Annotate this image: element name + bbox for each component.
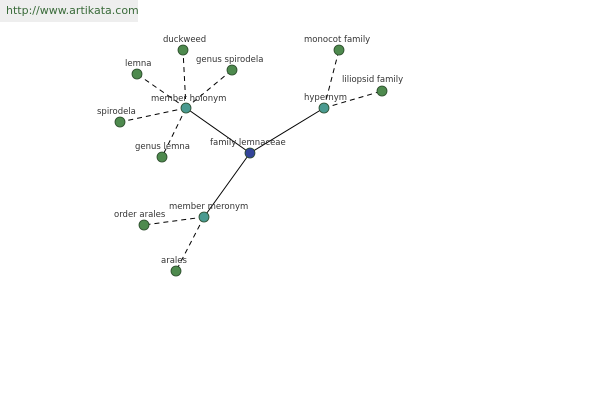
node-genus-spirodela[interactable] [226, 64, 238, 76]
edge-member-holonym-to-duckweed [182, 49, 187, 109]
edge-member-holonym-to-genus-spirodela [185, 69, 233, 109]
node-label-duckweed[interactable]: duckweed [163, 35, 206, 45]
edge-hypernym-to-monocot-family [323, 49, 340, 109]
source-url-text[interactable]: http://www.artikata.com [6, 4, 139, 17]
edge-member-meronym-to-order-arales [143, 216, 205, 226]
node-duckweed[interactable] [177, 44, 189, 56]
source-url-banner: http://www.artikata.com [0, 0, 139, 22]
node-label-liliopsid-family[interactable]: liliopsid family [342, 75, 403, 85]
node-lemna[interactable] [131, 68, 143, 80]
node-genus-lemna[interactable] [156, 151, 168, 163]
node-label-arales[interactable]: arales [161, 256, 188, 266]
node-hypernym[interactable] [318, 102, 330, 114]
labels-layer: family lemnaceae member holonym hypernym me… [97, 35, 403, 266]
node-label-member-holonym[interactable]: member holonym [151, 94, 226, 104]
edge-family-lemnaceae-to-hypernym [249, 107, 325, 154]
node-order-arales[interactable] [138, 219, 150, 231]
node-label-monocot-family[interactable]: monocot family [304, 35, 370, 45]
node-label-genus-lemna[interactable]: genus lemna [135, 142, 190, 152]
edge-family-lemnaceae-to-member-holonym [185, 107, 251, 154]
node-label-lemna[interactable]: lemna [125, 59, 151, 69]
node-member-meronym[interactable] [198, 211, 210, 223]
node-member-holonym[interactable] [180, 102, 192, 114]
edge-member-holonym-to-genus-lemna [161, 107, 187, 158]
nodes-layer [114, 44, 388, 277]
node-label-member-meronym[interactable]: member meronym [169, 202, 248, 212]
node-label-spirodela[interactable]: spirodela [97, 107, 136, 117]
edge-member-holonym-to-spirodela [119, 107, 187, 123]
edge-member-meronym-to-arales [175, 216, 205, 272]
edge-family-lemnaceae-to-member-meronym [203, 152, 251, 218]
edges-layer [119, 49, 383, 272]
node-arales[interactable] [170, 265, 182, 277]
node-label-order-arales[interactable]: order arales [114, 210, 166, 220]
node-label-family-lemnaceae[interactable]: family lemnaceae [210, 138, 286, 148]
edge-hypernym-to-liliopsid-family [323, 90, 383, 109]
node-spirodela[interactable] [114, 116, 126, 128]
node-family-lemnaceae[interactable] [244, 147, 256, 159]
node-label-hypernym[interactable]: hypernym [304, 93, 347, 103]
node-liliopsid-family[interactable] [376, 85, 388, 97]
edge-member-holonym-to-lemna [136, 73, 187, 109]
node-monocot-family[interactable] [333, 44, 345, 56]
node-label-genus-spirodela[interactable]: genus spirodela [196, 55, 263, 65]
